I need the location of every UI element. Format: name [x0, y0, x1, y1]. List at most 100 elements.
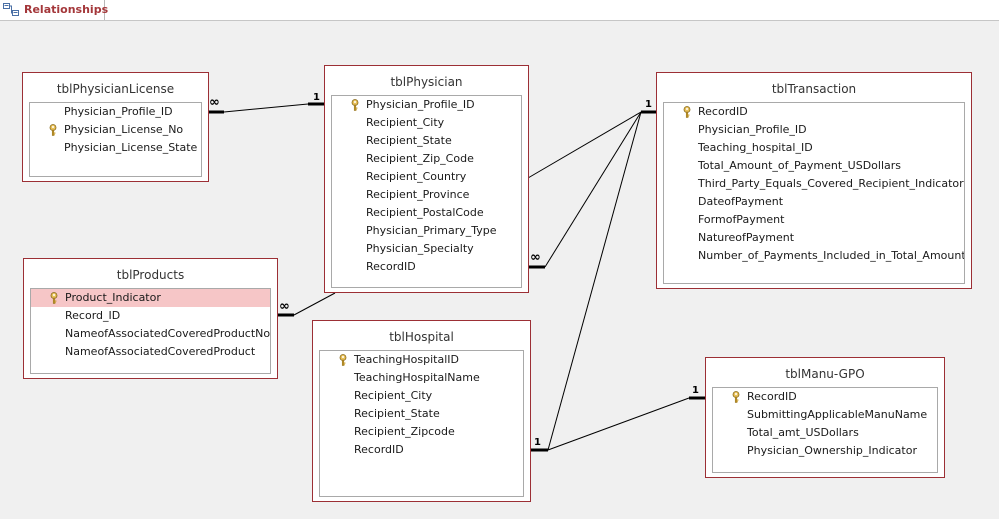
field-row[interactable]: Teaching_hospital_ID [664, 139, 964, 157]
primary-key-icon [350, 99, 360, 111]
primary-key-icon [731, 391, 741, 403]
relationship-license-physician[interactable] [208, 102, 324, 114]
field-row[interactable]: Recipient_Zip_Code [332, 150, 521, 168]
field-row[interactable]: Recipient_PostalCode [332, 204, 521, 222]
document-tab-bar: Relationships [0, 0, 999, 21]
table-title: tblPhysicianLicense [56, 82, 175, 96]
field-name: Physician_Profile_ID [698, 123, 807, 136]
many-label-products: ∞ [279, 299, 290, 314]
field-name: Total_amt_USDollars [747, 426, 859, 439]
field-name: RecordID [366, 260, 416, 273]
field-row[interactable]: RecordID [320, 441, 523, 459]
field-name: NameofAssociatedCoveredProductNo [65, 327, 271, 340]
field-row[interactable]: NameofAssociatedCoveredProductNo [31, 325, 270, 343]
field-row[interactable]: RecordID [332, 258, 521, 276]
field-name: Product_Indicator [65, 291, 161, 304]
field-name: TeachingHospitalName [354, 371, 480, 384]
field-row[interactable]: TeachingHospitalID [320, 351, 523, 369]
field-row[interactable]: Physician_Specialty [332, 240, 521, 258]
field-name: Recipient_City [354, 389, 433, 402]
field-name: Recipient_PostalCode [366, 206, 484, 219]
field-name: Recipient_Zip_Code [366, 152, 474, 165]
one-label-physician: 1 [313, 92, 320, 103]
field-name: Recipient_Province [366, 188, 470, 201]
field-name: Total_Amount_of_Payment_USDollars [698, 159, 902, 172]
relationships-icon [3, 3, 19, 16]
field-name: FormofPayment [698, 213, 785, 226]
relationship-products-physician[interactable] [278, 292, 336, 317]
relationship-physician-recordid-transaction[interactable] [528, 111, 642, 269]
primary-key-icon [338, 354, 348, 366]
field-row[interactable]: Number_of_Payments_Included_in_Total_Amo… [664, 247, 964, 265]
relationship-physician-transaction[interactable] [527, 110, 656, 179]
many-label-license: ∞ [209, 95, 220, 110]
field-row[interactable]: Physician_Profile_ID [664, 121, 964, 139]
field-row[interactable]: TeachingHospitalName [320, 369, 523, 387]
field-name: Record_ID [65, 309, 121, 322]
field-name: Recipient_Country [366, 170, 467, 183]
field-row[interactable]: Recipient_Zipcode [320, 423, 523, 441]
field-row[interactable]: DateofPayment [664, 193, 964, 211]
table-manu-gpo[interactable]: tblManu-GPO RecordID SubmittingApplicable… [705, 357, 945, 478]
field-row[interactable]: Recipient_City [332, 114, 521, 132]
field-row[interactable]: Recipient_Province [332, 186, 521, 204]
field-row[interactable]: RecordID [713, 388, 937, 406]
field-row[interactable]: Physician_Ownership_Indicator [713, 442, 937, 460]
one-label-manugpo: 1 [692, 385, 699, 396]
field-name: Recipient_City [366, 116, 445, 129]
primary-key-icon [49, 292, 59, 304]
relationship-hospital-manugpo[interactable] [547, 396, 705, 451]
field-row[interactable]: Physician_Profile_ID [30, 103, 201, 121]
field-name: Physician_Specialty [366, 242, 474, 255]
field-row[interactable]: Physician_License_State [30, 139, 201, 157]
field-row[interactable]: Third_Party_Equals_Covered_Recipient_Ind… [664, 175, 964, 193]
field-name: Physician_Ownership_Indicator [747, 444, 917, 457]
field-name: Teaching_hospital_ID [698, 141, 813, 154]
field-name: NatureofPayment [698, 231, 795, 244]
field-name: RecordID [698, 105, 748, 118]
field-row[interactable]: Recipient_City [320, 387, 523, 405]
field-row[interactable]: NatureofPayment [664, 229, 964, 247]
field-row[interactable]: NameofAssociatedCoveredProduct [31, 343, 270, 361]
field-name: Physician_Primary_Type [366, 224, 497, 237]
field-name: Third_Party_Equals_Covered_Recipient_Ind… [698, 177, 964, 190]
one-label-transaction: 1 [645, 99, 652, 110]
field-row[interactable]: Total_amt_USDollars [713, 424, 937, 442]
field-row[interactable]: Physician_License_No [30, 121, 201, 139]
tab-label: Relationships [24, 3, 109, 16]
table-title: tblProducts [116, 268, 185, 282]
field-name: Physician_License_No [64, 123, 184, 136]
field-row[interactable]: SubmittingApplicableManuName [713, 406, 937, 424]
relationships-tab[interactable]: Relationships [0, 0, 109, 20]
field-row[interactable]: Recipient_State [320, 405, 523, 423]
field-name: RecordID [747, 390, 797, 403]
field-row[interactable]: RecordID [664, 103, 964, 121]
field-row[interactable]: Total_Amount_of_Payment_USDollars [664, 157, 964, 175]
table-title: tblManu-GPO [785, 367, 865, 381]
field-row[interactable]: Physician_Profile_ID [332, 96, 521, 114]
field-row[interactable]: Recipient_Country [332, 168, 521, 186]
field-name: Number_of_Payments_Included_in_Total_Amo… [698, 249, 965, 262]
field-name: RecordID [354, 443, 404, 456]
table-physician-license[interactable]: tblPhysicianLicense Physician_Profile_ID… [22, 72, 209, 182]
relationship-hospital-transaction[interactable] [531, 111, 642, 452]
field-row[interactable]: Recipient_State [332, 132, 521, 150]
field-name: Recipient_State [354, 407, 440, 420]
field-row[interactable]: Record_ID [31, 307, 270, 325]
field-list[interactable]: Physician_Profile_ID Physician_License_No… [29, 102, 202, 177]
field-row[interactable]: Physician_Primary_Type [332, 222, 521, 240]
field-row[interactable]: Product_Indicator [31, 289, 270, 307]
field-list[interactable]: RecordID Physician_Profile_ID Teaching_hos… [663, 102, 965, 284]
field-name: Recipient_Zipcode [354, 425, 455, 438]
field-name: Recipient_State [366, 134, 452, 147]
field-row[interactable]: FormofPayment [664, 211, 964, 229]
primary-key-icon [682, 106, 692, 118]
